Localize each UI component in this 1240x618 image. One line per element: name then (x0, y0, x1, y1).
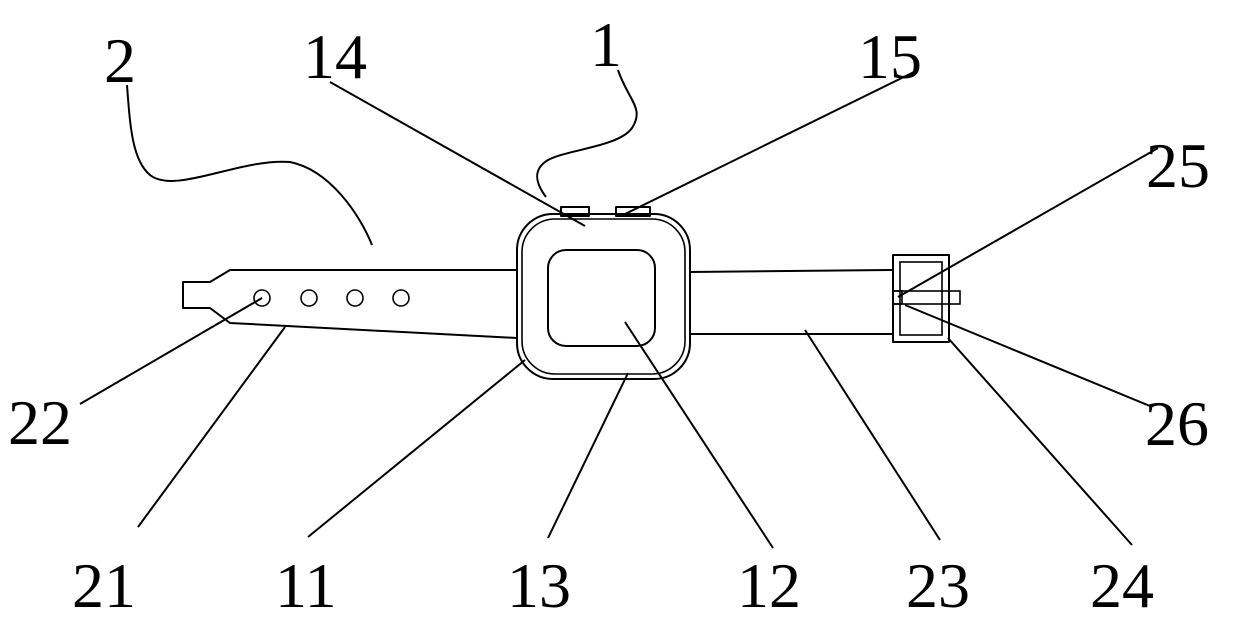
leader-14 (330, 82, 585, 226)
label-1: 1 (590, 9, 622, 80)
leader-12 (625, 322, 773, 548)
leader-23 (805, 330, 940, 540)
leader-24 (948, 338, 1132, 545)
watch-case-outer (517, 214, 690, 379)
label-11: 11 (275, 550, 337, 618)
leader-lines (80, 70, 1158, 548)
label-25: 25 (1146, 130, 1210, 201)
leader-1 (537, 70, 637, 197)
watch-body (517, 207, 690, 379)
reference-numerals: 1 2 14 15 25 22 26 21 11 13 12 23 24 (8, 9, 1210, 618)
label-22: 22 (8, 387, 72, 458)
label-26: 26 (1145, 388, 1209, 459)
label-23: 23 (906, 550, 970, 618)
label-15: 15 (858, 21, 922, 92)
strap-hole (301, 290, 317, 306)
strap-hole (393, 290, 409, 306)
leader-26 (905, 305, 1150, 406)
label-24: 24 (1090, 550, 1154, 618)
label-12: 12 (737, 550, 801, 618)
watch-screen (548, 250, 655, 346)
buckle-inner-frame (900, 262, 942, 335)
label-2: 2 (104, 25, 136, 96)
leader-22 (80, 298, 262, 404)
label-21: 21 (72, 550, 136, 618)
strap-hole (347, 290, 363, 306)
label-13: 13 (507, 550, 571, 618)
strap-holes (254, 290, 409, 306)
right-strap (690, 270, 893, 334)
watch-case-inner (522, 219, 685, 374)
leader-25 (898, 148, 1158, 297)
leader-11 (308, 360, 525, 537)
leader-13 (548, 373, 628, 538)
leader-2 (127, 85, 372, 245)
label-14: 14 (303, 21, 367, 92)
